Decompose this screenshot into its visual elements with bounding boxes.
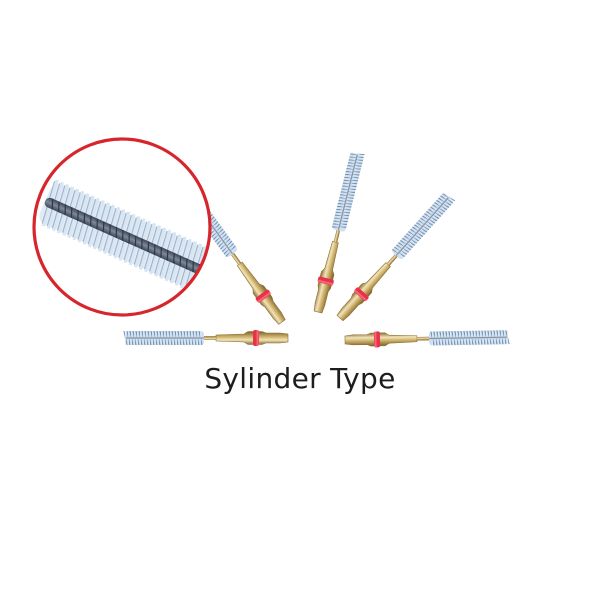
interdental-brush-icon (39, 179, 210, 293)
brush-left-horizontal (123, 330, 289, 346)
ring (354, 287, 369, 301)
brush-top (313, 152, 365, 314)
ring (255, 289, 271, 303)
magnifier-circle-icon (32, 137, 212, 317)
brush-right-horizontal (344, 330, 510, 348)
caption-sylinder-type: Sylinder Type (204, 362, 396, 395)
brush-right-upper (336, 192, 456, 322)
